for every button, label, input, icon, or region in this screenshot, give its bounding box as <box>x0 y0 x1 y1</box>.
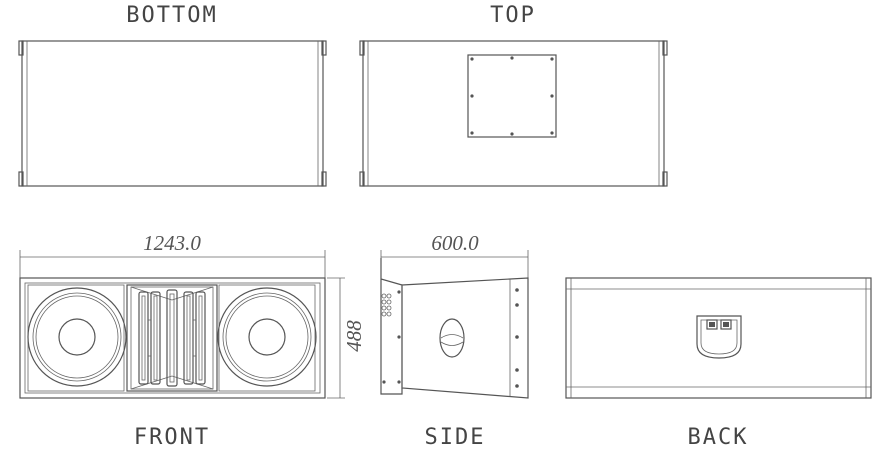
bottom-corner-tl <box>18 40 24 56</box>
bottom-corner-bl <box>18 171 24 187</box>
depth-dimension-text: 600.0 <box>431 231 479 255</box>
side-outline <box>401 277 529 399</box>
front-view: 1243.0 488 <box>19 231 366 450</box>
bottom-view-label: BOTTOM <box>126 3 217 28</box>
top-view: TOP <box>359 3 668 187</box>
side-view-label: SIDE <box>425 425 486 450</box>
back-outline <box>565 277 872 399</box>
bottom-outline <box>21 40 324 187</box>
bottom-view: BOTTOM <box>18 3 327 187</box>
input-connector-1 <box>706 319 718 330</box>
side-view: 600.0 SI <box>380 231 529 450</box>
top-outline <box>362 40 665 187</box>
bottom-corner-tr <box>321 40 327 56</box>
side-front-baffle <box>380 258 403 395</box>
left-woofer <box>27 284 127 392</box>
height-dimension: 488 <box>327 277 366 399</box>
input-connector-panel <box>696 315 742 359</box>
side-handle <box>439 318 465 358</box>
center-waveguide <box>126 284 218 392</box>
height-dimension-text: 488 <box>342 320 366 352</box>
top-view-label: TOP <box>490 3 536 28</box>
width-dimension: 1243.0 <box>19 231 326 278</box>
front-view-label: FRONT <box>134 425 210 450</box>
right-woofer <box>217 284 317 392</box>
depth-dimension: 600.0 <box>380 231 529 278</box>
front-outline <box>19 277 326 399</box>
input-connector-2 <box>720 319 732 330</box>
width-dimension-text: 1243.0 <box>143 231 201 255</box>
rigging-plate <box>467 54 557 138</box>
side-front-rigging <box>381 293 392 317</box>
back-view-label: BACK <box>688 425 749 450</box>
back-view: BACK <box>565 277 872 450</box>
bottom-corner-br <box>321 171 327 187</box>
